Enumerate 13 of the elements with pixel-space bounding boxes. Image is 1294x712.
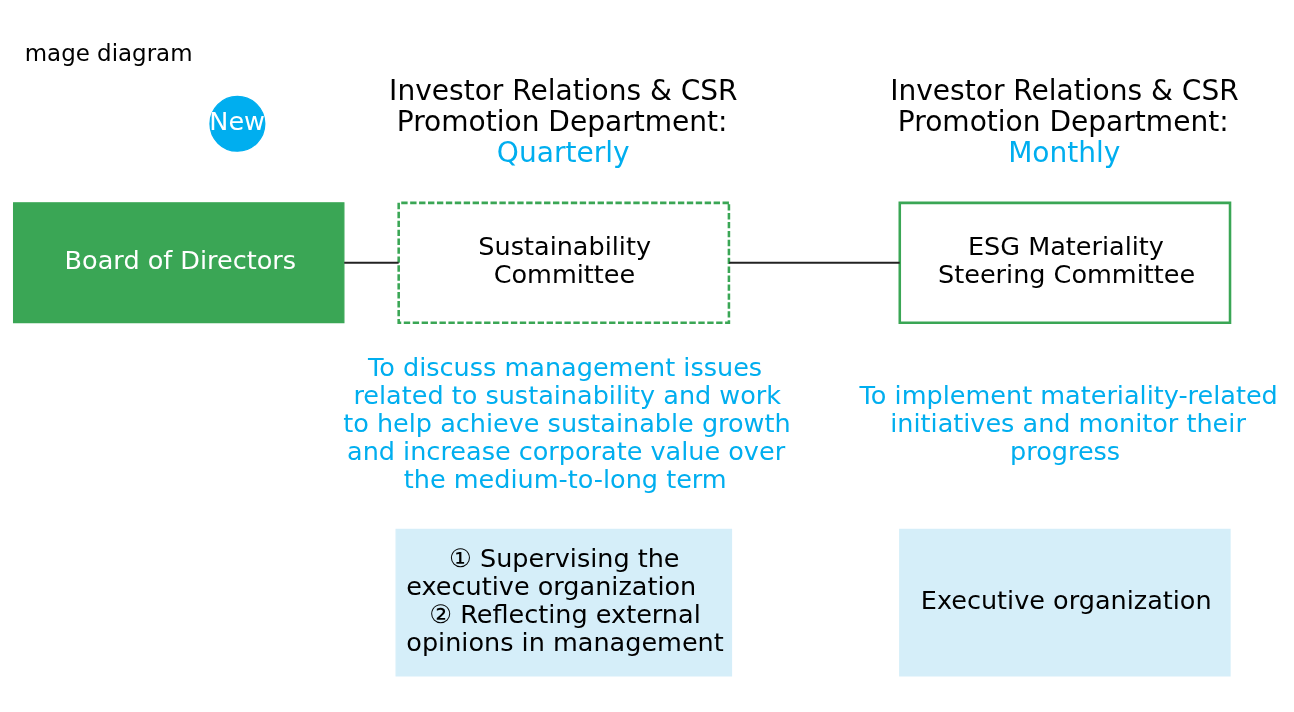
node-box: Sustainability Committee — [397, 201, 731, 324]
node-box: Board of Directors — [12, 201, 345, 323]
connector — [728, 261, 901, 264]
node-label: To discuss management issues related to sustainability and work to help achieve sustainable growth and increase corporate value over the medium-to-long term — [343, 351, 791, 494]
diagram-title: mage diagram — [24, 39, 193, 66]
connector — [343, 261, 400, 264]
node-label: To implement materiality-related initiatives and monitor their progress — [859, 379, 1278, 466]
node-box: Executive organization — [899, 528, 1231, 677]
node-box: ① Supervising the executive organization ② Reflecting external opinions in management — [395, 528, 733, 677]
node-circle: New — [209, 95, 266, 152]
node-box: ESG Materiality Steering Committee — [898, 201, 1232, 324]
node-label: Investor Relations & CSR Promotion Department: — [890, 73, 1239, 138]
node-label: Investor Relations & CSR Promotion Department: — [389, 73, 738, 138]
